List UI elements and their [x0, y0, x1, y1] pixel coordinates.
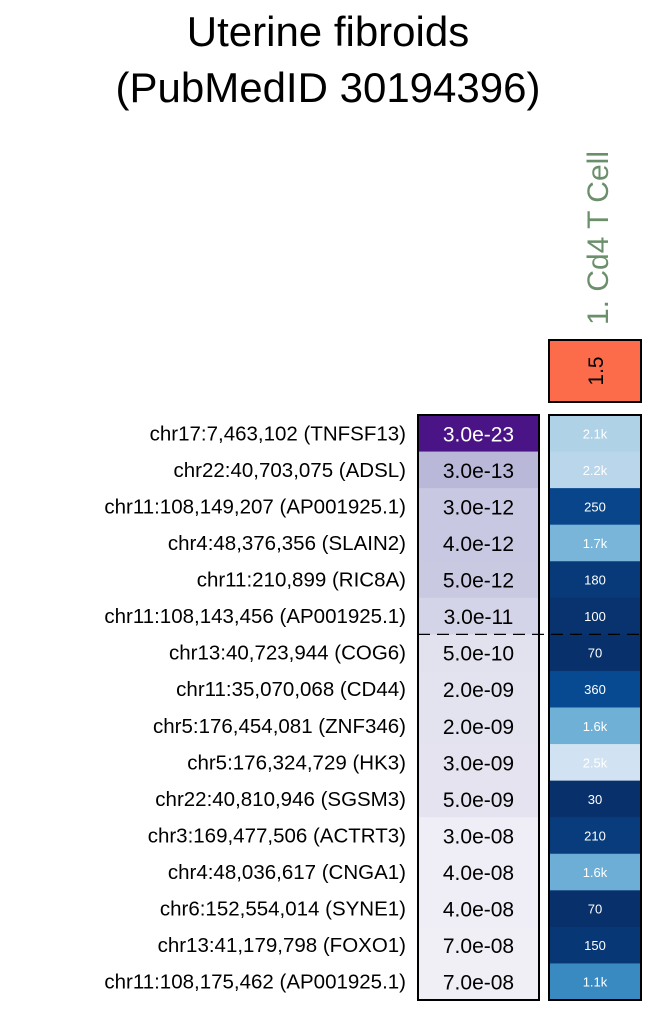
count-cell	[549, 707, 641, 745]
row-label: chr5:176,454,081 (ZNF346)	[153, 715, 406, 738]
pvalue-cell	[418, 488, 539, 526]
row-label: chr11:108,175,462 (AP001925.1)	[104, 971, 406, 994]
row-label: chr4:48,036,617 (CNGA1)	[168, 861, 406, 884]
count-label: 360	[584, 682, 606, 697]
pvalue-cell	[418, 670, 539, 708]
pvalue-cell	[418, 963, 539, 1001]
count-label: 1.6k	[583, 719, 608, 734]
pvalue-column-border	[417, 414, 540, 1001]
pvalue-label: 3.0e-12	[443, 496, 514, 519]
row-label: chr11:210,899 (RIC8A)	[197, 569, 406, 592]
pvalue-label: 3.0e-08	[443, 825, 514, 848]
chart-title-line1: Uterine fibroids	[186, 8, 470, 55]
column-label: 1. Cd4 T Cell	[582, 151, 615, 325]
count-label: 2.5k	[583, 755, 608, 770]
count-label: 70	[588, 646, 602, 661]
pvalue-label: 5.0e-10	[443, 643, 514, 666]
count-label: 2.2k	[583, 463, 608, 478]
pvalue-label: 3.0e-09	[443, 752, 514, 775]
count-label: 210	[584, 828, 606, 843]
count-label: 30	[588, 792, 602, 807]
count-cell	[549, 670, 641, 708]
count-column-border	[548, 414, 642, 1001]
pvalue-label: 3.0e-13	[443, 460, 514, 483]
row-label: chr17:7,463,102 (TNFSF13)	[150, 422, 406, 445]
pvalue-cell	[418, 926, 539, 964]
count-cell	[549, 817, 641, 855]
count-cell	[549, 744, 641, 782]
pvalue-label: 7.0e-08	[443, 972, 514, 995]
count-label: 100	[584, 609, 606, 624]
count-cell	[549, 890, 641, 928]
count-label: 180	[584, 573, 606, 588]
row-label: chr5:176,324,729 (HK3)	[187, 751, 406, 774]
pvalue-label: 4.0e-08	[443, 899, 514, 922]
count-cell	[549, 780, 641, 818]
count-cell	[549, 963, 641, 1001]
count-cell	[549, 597, 641, 635]
count-cell	[549, 451, 641, 489]
column-score-cell	[548, 339, 642, 403]
count-cell	[549, 561, 641, 599]
row-label: chr13:40,723,944 (COG6)	[169, 642, 406, 665]
count-cell	[549, 634, 641, 672]
count-label: 70	[588, 902, 602, 917]
pvalue-label: 2.0e-09	[443, 679, 514, 702]
pvalue-label: 3.0e-11	[444, 606, 514, 629]
row-label: chr3:169,477,506 (ACTRT3)	[148, 824, 406, 847]
pvalue-cell	[418, 853, 539, 891]
pvalue-label: 3.0e-23	[443, 423, 514, 446]
row-label: chr6:152,554,014 (SYNE1)	[160, 898, 406, 921]
pvalue-cell	[418, 707, 539, 745]
row-label: chr4:48,376,356 (SLAIN2)	[168, 532, 406, 555]
count-label: 2.1k	[583, 426, 608, 441]
pvalue-cell	[418, 634, 539, 672]
row-label: chr22:40,703,075 (ADSL)	[174, 459, 406, 482]
pvalue-cell	[418, 415, 539, 453]
pvalue-cell	[418, 744, 539, 782]
pvalue-cell	[418, 524, 539, 562]
pvalue-label: 2.0e-09	[443, 716, 514, 739]
count-label: 150	[584, 938, 606, 953]
count-label: 1.7k	[583, 536, 608, 551]
pvalue-cell	[418, 780, 539, 818]
pvalue-label: 7.0e-08	[443, 935, 514, 958]
pvalue-label: 4.0e-08	[443, 862, 514, 885]
row-label: chr11:108,149,207 (AP001925.1)	[104, 495, 406, 518]
count-cell	[549, 853, 641, 891]
count-label: 1.1k	[583, 975, 608, 990]
pvalue-label: 4.0e-12	[443, 533, 514, 556]
row-label: chr13:41,179,798 (FOXO1)	[158, 934, 406, 957]
column-score-label: 1.5	[585, 356, 608, 385]
count-cell	[549, 415, 641, 453]
count-label: 1.6k	[583, 865, 608, 880]
pvalue-cell	[418, 451, 539, 489]
count-label: 250	[584, 499, 606, 514]
row-label: chr22:40,810,946 (SGSM3)	[155, 788, 406, 811]
pvalue-cell	[418, 597, 539, 635]
pvalue-cell	[418, 561, 539, 599]
count-cell	[549, 488, 641, 526]
pvalue-cell	[418, 890, 539, 928]
count-cell	[549, 524, 641, 562]
row-label: chr11:108,143,456 (AP001925.1)	[104, 605, 406, 628]
pvalue-label: 5.0e-09	[443, 789, 514, 812]
row-label: chr11:35,070,068 (CD44)	[176, 678, 406, 701]
count-cell	[549, 926, 641, 964]
pvalue-cell	[418, 817, 539, 855]
chart-title-line2: (PubMedID 30194396)	[115, 64, 541, 111]
pvalue-label: 5.0e-12	[443, 570, 514, 593]
